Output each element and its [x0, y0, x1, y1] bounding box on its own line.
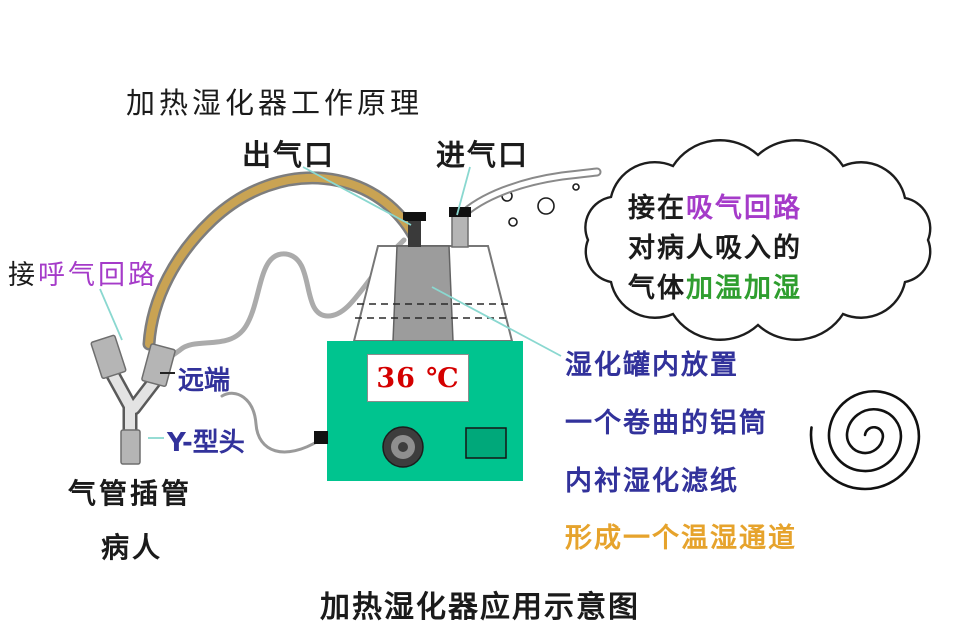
probe-socket — [314, 431, 328, 444]
outlet-label: 出气口 — [242, 138, 336, 172]
control-knob-center — [398, 442, 408, 452]
temperature-display: 36 ℃ — [367, 354, 469, 402]
outlet-port — [408, 219, 421, 247]
power-button — [465, 427, 507, 459]
y-right-arm-connector — [141, 343, 176, 388]
outlet-leader-line — [302, 166, 412, 226]
inlet-port — [451, 215, 469, 248]
cloud-bubble — [584, 139, 932, 341]
distal-end-label: 远端 — [178, 366, 231, 396]
exhale-circuit-label: 接呼气回路 — [8, 253, 158, 292]
cloud-note-line3: 气体加温加湿 — [628, 269, 802, 309]
tracheal-tube-adapter — [120, 429, 141, 465]
inspiratory-tube — [458, 169, 600, 219]
inlet-port-cap — [449, 207, 471, 217]
tracheal-tube-label: 气管插管 — [68, 477, 193, 510]
bottom-caption: 加热湿化器应用示意图 — [320, 590, 640, 625]
cloud-line1-circuit: 吸气回路 — [686, 193, 802, 224]
side-note-2: 一个卷曲的铝筒 — [565, 408, 768, 439]
inspiratory-tube-outline — [456, 167, 602, 221]
cloud-trail-bubble — [572, 183, 580, 191]
spiral-coil — [809, 389, 921, 491]
side-note-3: 内衬湿化滤纸 — [565, 466, 739, 497]
cloud-trail-bubble — [508, 217, 518, 227]
side-note-4: 形成一个温湿通道 — [565, 523, 797, 554]
outlet-port-cap — [403, 212, 426, 221]
inlet-leader-line — [456, 166, 471, 216]
cloud-line3-warming: 加温 — [686, 273, 744, 304]
inlet-label: 进气口 — [436, 138, 530, 172]
cloud-line3-prefix: 气体 — [628, 273, 686, 304]
side-note-1: 湿化罐内放置 — [565, 350, 739, 381]
exhale-connect-prefix: 接 — [8, 260, 38, 291]
cloud-note-line1: 接在吸气回路 — [628, 189, 802, 229]
cloud-line3-humidifying: 加湿 — [744, 273, 802, 304]
temperature-value: 36 ℃ — [376, 362, 460, 394]
cloud-note: 接在吸气回路 对病人吸入的 气体加温加湿 — [628, 189, 802, 309]
page-title: 加热湿化器工作原理 — [126, 86, 424, 120]
cloud-line1-prefix: 接在 — [628, 193, 686, 224]
exhale-leader-line — [99, 288, 123, 341]
probe-wire — [220, 391, 322, 454]
chamber-leader-line — [431, 286, 562, 357]
exhale-circuit-text: 呼气回路 — [38, 260, 158, 291]
expiratory-tube — [145, 174, 418, 348]
y-left-arm-connector — [90, 334, 127, 380]
cloud-note-line2: 对病人吸入的 — [628, 233, 802, 264]
cloud-trail-bubble — [537, 197, 555, 215]
wrinkled-tube — [163, 237, 407, 363]
patient-label: 病人 — [101, 531, 164, 564]
y-connector-label: Y-型头 — [167, 428, 245, 458]
